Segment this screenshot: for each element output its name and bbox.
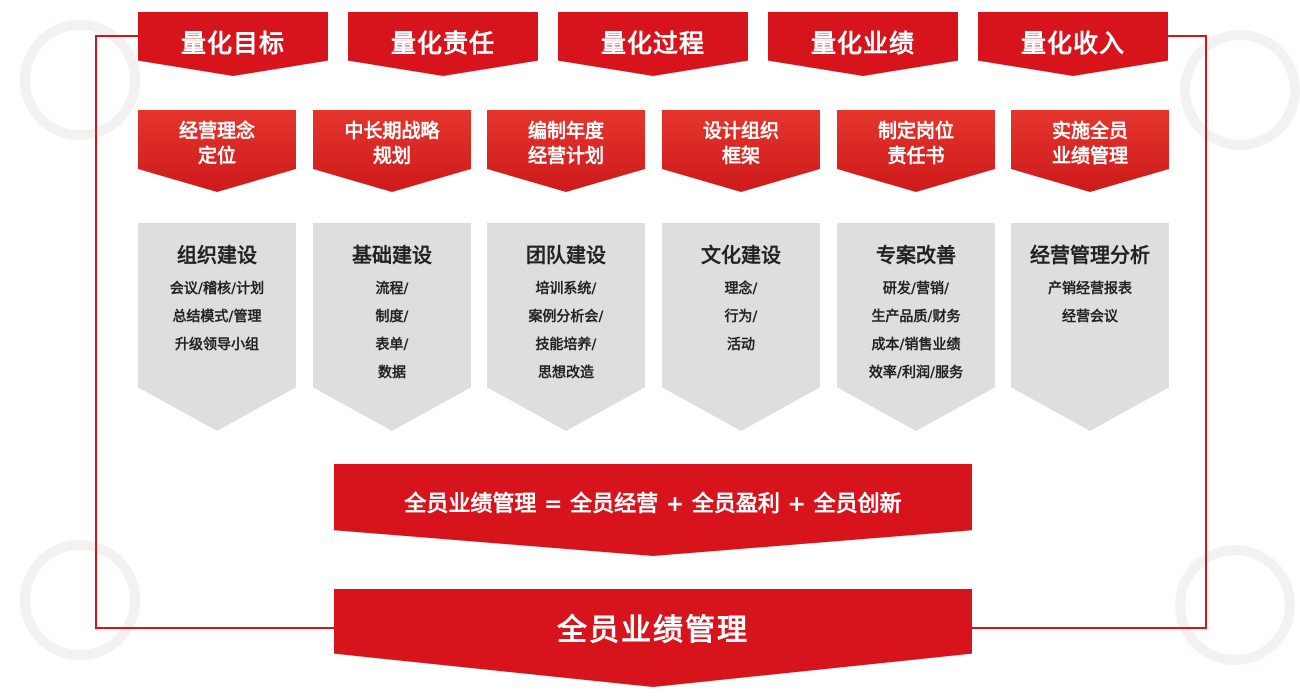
grey-card-line: 思想改造	[538, 365, 594, 381]
top-banner-quantify-goals: 量化目标	[138, 12, 328, 76]
grey-card-line: 培训系统/	[535, 281, 597, 297]
red-card-line: 中长期战略	[344, 120, 440, 142]
grey-card-line: 技能培养/	[535, 337, 597, 353]
grey-card-foundation: 基础建设 流程/ 制度/ 表单/ 数据	[313, 223, 471, 431]
grey-card-culture: 文化建设 理念/ 行为/ 活动	[662, 223, 820, 431]
red-card-line: 定位	[197, 145, 236, 167]
top-banner-quantify-income: 量化收入	[978, 12, 1168, 76]
grey-card-line: 升级领导小组	[175, 337, 259, 353]
grey-card-line: 产销经营报表	[1048, 281, 1132, 297]
grey-card-team: 团队建设 培训系统/ 案例分析会/ 技能培养/ 思想改造	[487, 223, 645, 431]
grey-card-line: 生产品质/财务	[871, 309, 961, 325]
watermark-logo	[20, 540, 140, 660]
red-card-line: 设计组织	[702, 120, 779, 142]
grey-card-organization: 组织建设 会议/稽核/计划 总结模式/管理 升级领导小组	[138, 223, 296, 431]
grey-card-title: 专案改善	[876, 243, 956, 267]
grey-card-line: 表单/	[375, 337, 409, 353]
grey-card-line: 流程/	[375, 281, 409, 297]
grey-card-line: 效率/利润/服务	[868, 365, 964, 381]
top-banner-quantify-responsibility: 量化责任	[348, 12, 538, 76]
grey-card-analysis: 经营管理分析 产销经营报表 经营会议	[1011, 223, 1169, 431]
grey-card-line: 数据	[378, 365, 406, 381]
top-banner-quantify-process: 量化过程	[558, 12, 748, 76]
red-card-line: 责任书	[887, 145, 945, 167]
watermark-logo	[20, 20, 140, 140]
grey-card-line: 成本/销售业绩	[871, 337, 961, 353]
grey-card-title: 文化建设	[701, 243, 781, 267]
red-card-line: 经营理念	[178, 120, 255, 142]
grey-card-line: 总结模式/管理	[172, 309, 262, 325]
red-card-line: 制定岗位	[877, 120, 954, 142]
grey-card-line: 活动	[727, 337, 755, 353]
grey-card-title: 经营管理分析	[1030, 243, 1150, 267]
watermark-logo	[1180, 30, 1300, 150]
grey-card-line: 会议/稽核/计划	[169, 281, 265, 297]
red-card-line: 编制年度	[527, 120, 604, 142]
grey-card-line: 经营会议	[1062, 309, 1118, 325]
red-card-line: 实施全员	[1051, 120, 1128, 142]
grey-card-line: 理念/	[724, 281, 758, 297]
grey-card-line: 行为/	[724, 309, 758, 325]
grey-card-line: 案例分析会/	[528, 309, 604, 325]
red-card-line: 业绩管理	[1051, 145, 1128, 167]
grey-card-line: 研发/营销/	[882, 281, 950, 297]
red-card-line: 框架	[721, 145, 760, 167]
top-banner-quantify-performance: 量化业绩	[768, 12, 958, 76]
grey-card-title: 团队建设	[526, 243, 606, 267]
grey-card-improvement: 专案改善 研发/营销/ 生产品质/财务 成本/销售业绩 效率/利润/服务	[837, 223, 995, 431]
grey-card-line: 制度/	[375, 309, 409, 325]
grey-card-title: 基础建设	[352, 243, 432, 267]
watermark-logo	[1175, 545, 1295, 665]
red-card-line: 经营计划	[527, 145, 604, 167]
grey-card-title: 组织建设	[177, 243, 257, 267]
red-card-line: 规划	[372, 145, 411, 167]
